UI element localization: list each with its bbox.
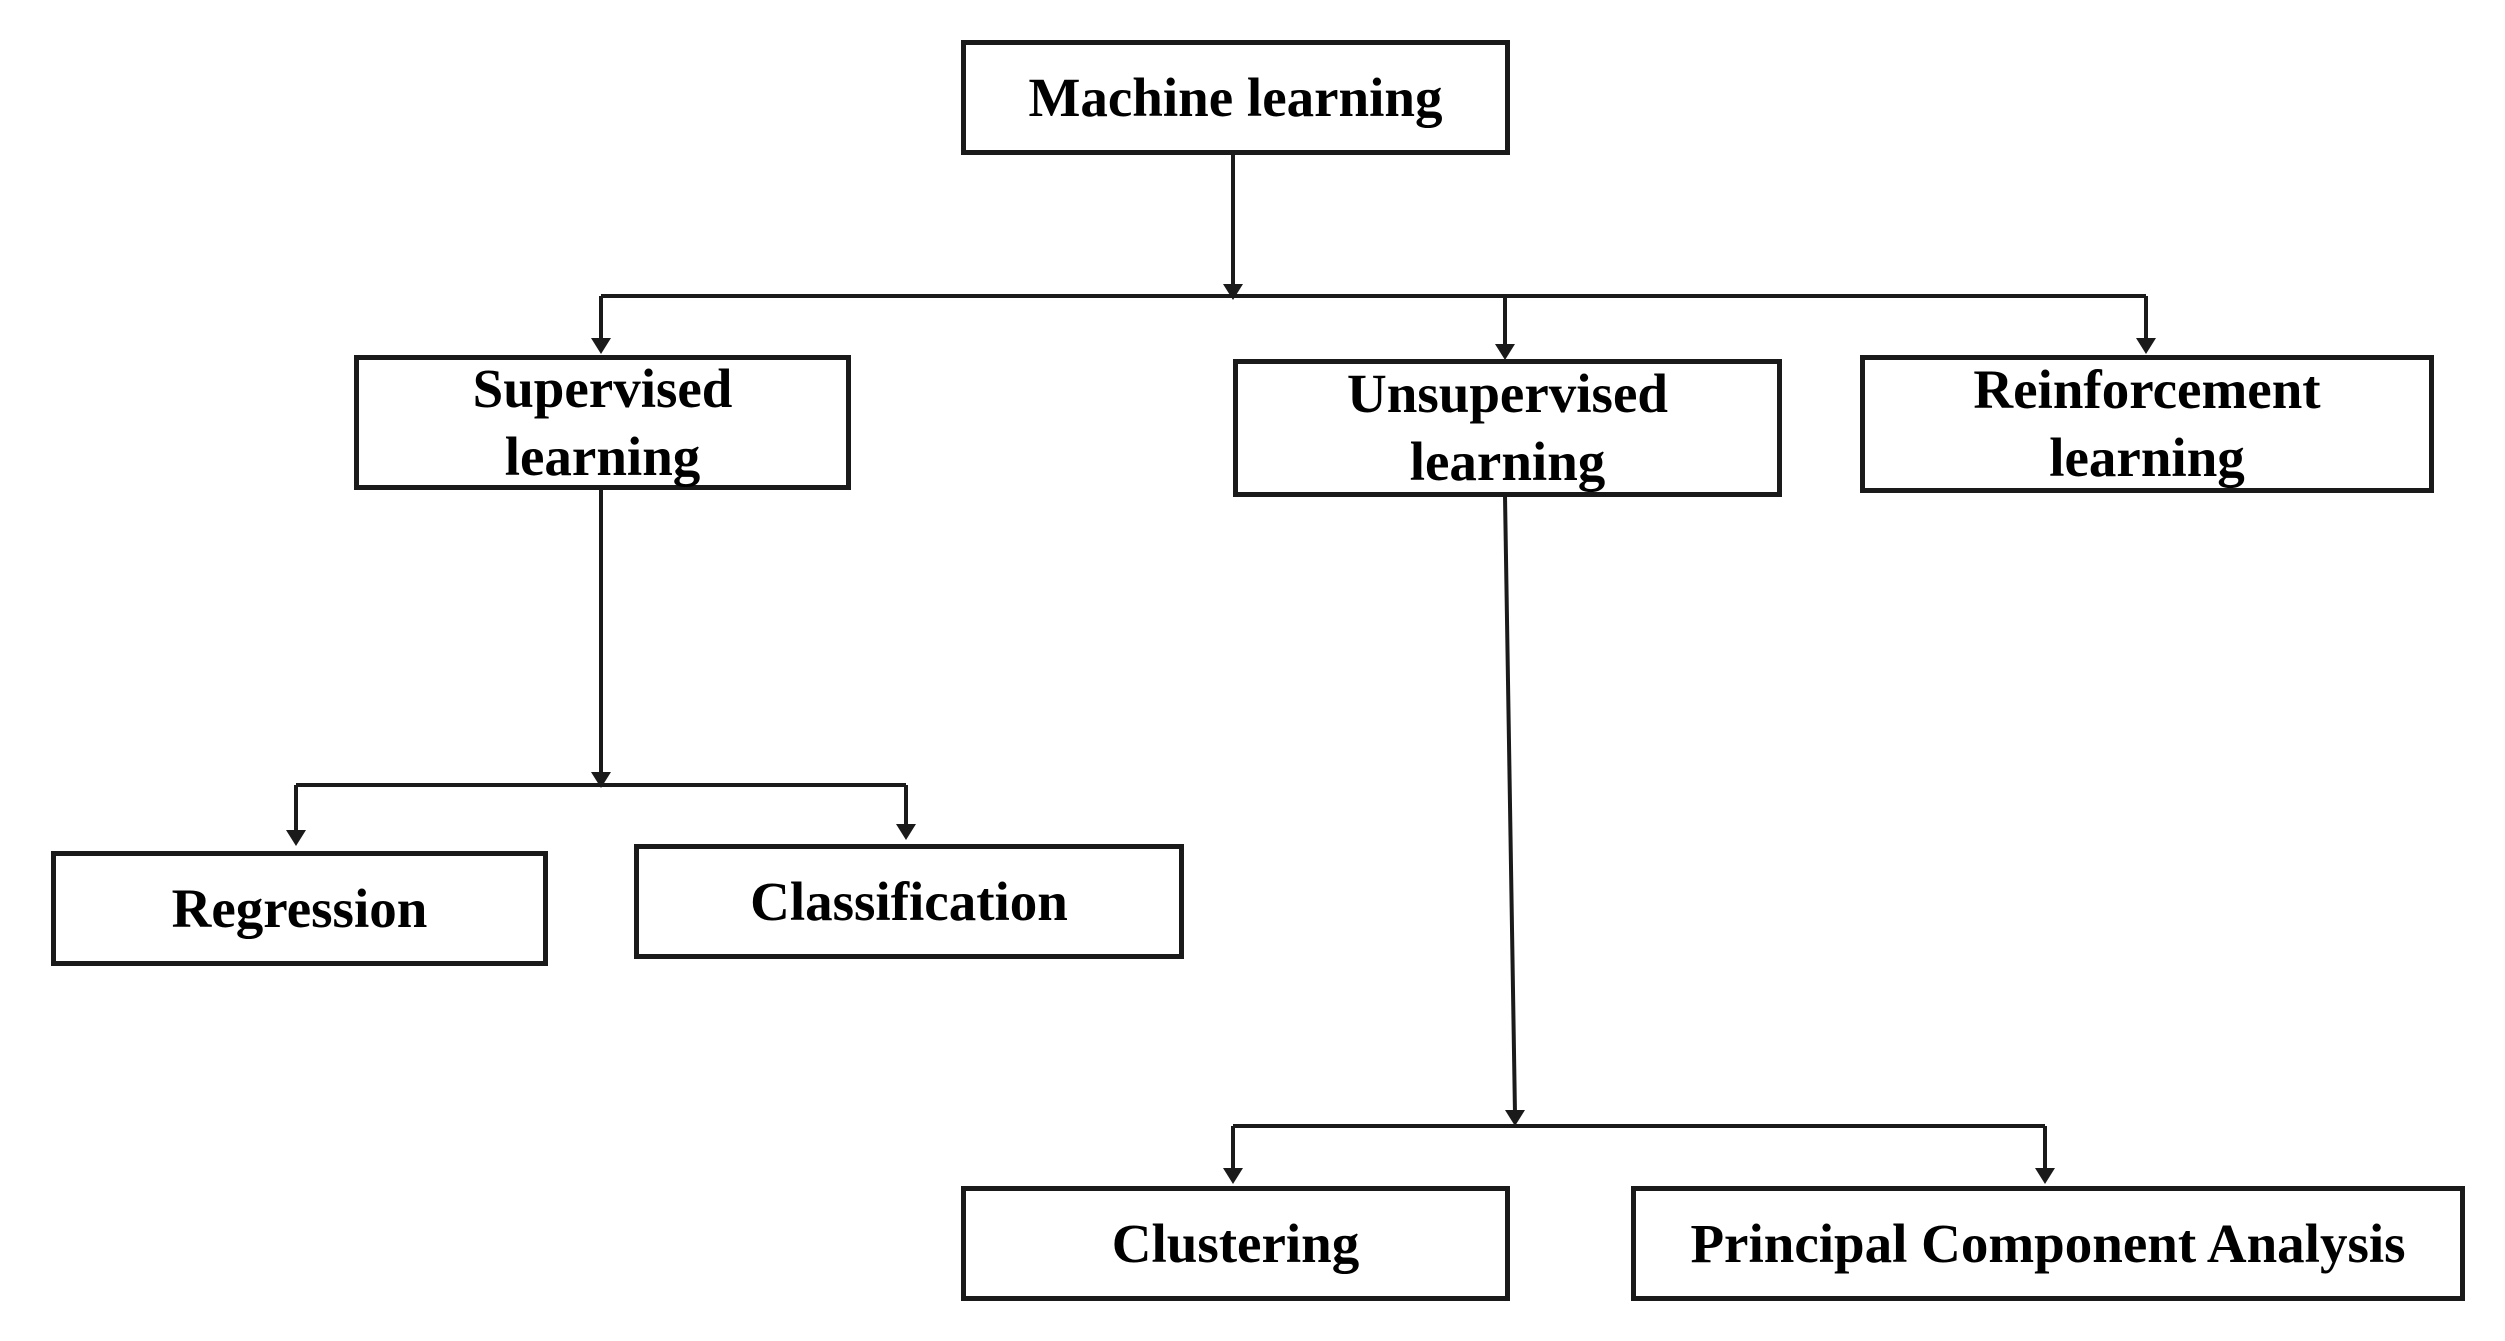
node-supervised-line2: learning	[504, 425, 701, 487]
connector-unsupervised-down	[1503, 495, 1517, 1115]
node-unsupervised-learning: Unsupervised learning	[1233, 359, 1782, 497]
arrowhead-supervised	[591, 338, 611, 354]
arrowhead-classification	[896, 824, 916, 840]
node-clustering-label: Clustering	[1111, 1212, 1360, 1274]
node-regression: Regression	[51, 851, 548, 966]
arrowhead-pca	[2035, 1168, 2055, 1184]
node-unsupervised-line1: Unsupervised	[1347, 363, 1668, 424]
node-reinforcement-line1: Reinforcement	[1973, 359, 2321, 420]
node-reinforcement-line2: learning	[2049, 427, 2245, 488]
node-pca-label: Principal Component Analysis	[1690, 1212, 2406, 1274]
node-classification: Classification	[634, 844, 1184, 959]
arrowhead-clustering	[1223, 1168, 1243, 1184]
arrowhead-regression	[286, 830, 306, 846]
node-clustering: Clustering	[961, 1186, 1510, 1301]
node-unsupervised-line2: learning	[1409, 431, 1606, 492]
node-regression-label: Regression	[171, 877, 428, 939]
node-reinforcement-learning: Reinforcement learning	[1860, 355, 2434, 493]
node-classification-label: Classification	[750, 870, 1068, 932]
arrowhead-root-bus	[1223, 284, 1243, 300]
arrowhead-supervised-bus	[591, 772, 611, 788]
node-supervised-learning: Supervised learning	[354, 355, 851, 490]
node-supervised-line1: Supervised	[472, 357, 733, 419]
arrowhead-reinforcement	[2136, 338, 2156, 354]
node-principal-component-analysis: Principal Component Analysis	[1631, 1186, 2465, 1301]
node-machine-learning-label: Machine learning	[1028, 66, 1443, 128]
arrowhead-unsupervised	[1495, 344, 1515, 360]
arrowhead-unsupervised-bus	[1505, 1110, 1525, 1126]
node-machine-learning: Machine learning	[961, 40, 1510, 155]
